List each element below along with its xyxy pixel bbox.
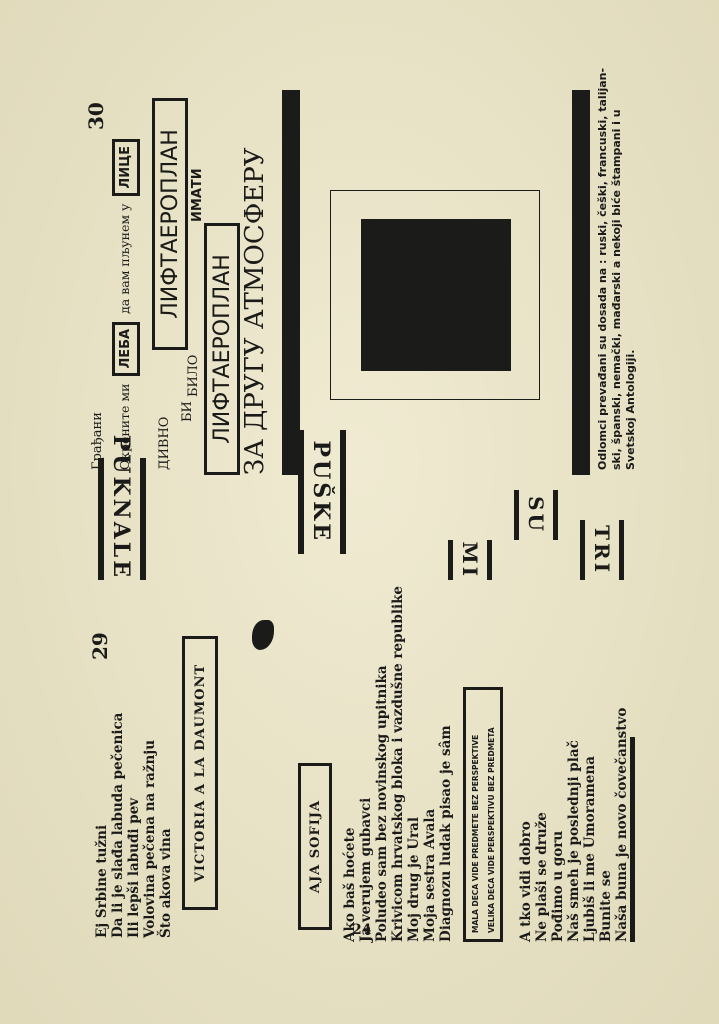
perspective-box: MALA DECA VIDE PREDMETE BEZ PERSPEKTIVE … xyxy=(463,687,503,942)
word-su: SU xyxy=(524,496,548,534)
rule-puske-bottom xyxy=(340,430,346,554)
poem-line: Ljubiš li me Umoramena xyxy=(582,756,598,942)
note-line: Svetskoj Antologiji. xyxy=(624,349,637,470)
rule-right-bottom xyxy=(572,90,590,475)
note-line: ski, španski, nemački, mađarski a nekoji… xyxy=(610,109,623,470)
spit-line-part-1: Окрените ми xyxy=(117,383,132,470)
rule-left-bottom xyxy=(630,737,635,942)
spit-line-part-2: да вам пљунем у xyxy=(117,203,132,314)
word-puske: PUŠKE xyxy=(308,440,334,544)
perspective-line-1: MALA DECA VIDE PREDMETE BEZ PERSPEKTIVE xyxy=(471,734,480,933)
poem-line: Što akova vina xyxy=(158,828,174,938)
rule-tri-bottom xyxy=(619,520,624,580)
bilo-text: БИЛО xyxy=(186,354,201,397)
poem-line: Ja verujem gubavci xyxy=(358,797,374,942)
rule-mi-bottom xyxy=(487,540,492,580)
rule-puknale-bottom xyxy=(140,458,146,580)
poem-line: Ili lepši labuđi pev xyxy=(126,797,142,938)
poem-srbine: Ej Srbine tužni Da li je slađa labuda pe… xyxy=(94,713,174,938)
right-page-number: 30 xyxy=(84,102,108,130)
imati-text: ИМАТИ xyxy=(190,168,205,222)
black-square xyxy=(361,219,511,371)
poem-line: Moj drug je Ural xyxy=(406,817,422,942)
poem-line: Da li je slađa labuda pečenica xyxy=(110,712,126,938)
atmosfera-heading: ЗА ДРУГУ АТМОСФЕРУ xyxy=(240,147,270,475)
rotated-spread: 29 Ej Srbine tužni Da li je slađa labuda… xyxy=(60,68,660,950)
word-puknale: PUKNALE xyxy=(108,434,134,580)
poem-line: Naša buna je novo čovečanstvo xyxy=(614,707,630,942)
poem-line: Ej Srbine tužni xyxy=(94,824,110,938)
liftaeroplan-box-top: ЛИФТАЕРОПЛАН xyxy=(152,98,188,350)
square-frame xyxy=(330,190,540,400)
ink-blot xyxy=(252,620,274,650)
poem-line: Moja sestra Avala xyxy=(422,808,438,942)
note-line: Odlomci prevađani su dosada na : ruski, … xyxy=(596,67,609,470)
left-page-number: 29 xyxy=(88,632,112,660)
poem-line: A tko vidi dobro xyxy=(518,821,534,942)
translation-note: Odlomci prevađani su dosada na : ruski, … xyxy=(596,68,638,470)
poem-line: Ako baš hoćete xyxy=(342,827,358,942)
rule-right-top xyxy=(282,90,300,475)
poem-line: Diagnozu ludak pisao je sâm xyxy=(438,725,454,942)
aja-sofija-box: AJA SOFIJA xyxy=(298,763,332,930)
poem-tko: A tko vidi dobro Ne plaši se druže Pođim… xyxy=(518,708,630,942)
liftaeroplan-box-bottom: ЛИФТАЕРОПЛАН xyxy=(204,223,240,475)
bottom-page-number: 24 xyxy=(352,922,372,938)
rule-su-bottom xyxy=(553,490,558,540)
greeting-text: Грађани xyxy=(90,412,105,470)
divno-text: ДИВНО xyxy=(157,416,172,470)
poem-line: Naš smeh je poslednji plač xyxy=(566,740,582,942)
word-mi: MI xyxy=(458,541,482,579)
poem-line: Pođimo u goru xyxy=(550,830,566,942)
perspective-line-2: VELIKA DECA VIDE PERSPEKTIVU BEZ PREDMET… xyxy=(487,727,496,933)
leba-box: ЛЕБА xyxy=(112,321,140,376)
poem-ako: Ako baš hoćete Ja verujem gubavci Polude… xyxy=(342,586,454,942)
victoria-box: VICTORIA A LA DAUMONT xyxy=(182,636,218,910)
poem-line: Krivicom hrvatskog bloka i vazdušne repu… xyxy=(390,585,406,942)
lice-box: ЛИЦЕ xyxy=(112,138,140,196)
poem-line: Bunite se xyxy=(598,870,614,942)
poem-line: Poludeo sam bez novinskog upitnika xyxy=(374,665,390,942)
poem-line: Ne plaši se druže xyxy=(534,812,550,942)
spit-line: Окрените ми ЛЕБА да вам пљунем у ЛИЦЕ xyxy=(110,138,140,470)
poem-line: Volovina pečena na ražnju xyxy=(142,739,158,938)
word-tri: TRI xyxy=(590,525,614,575)
bi-text: БИ xyxy=(180,401,195,422)
